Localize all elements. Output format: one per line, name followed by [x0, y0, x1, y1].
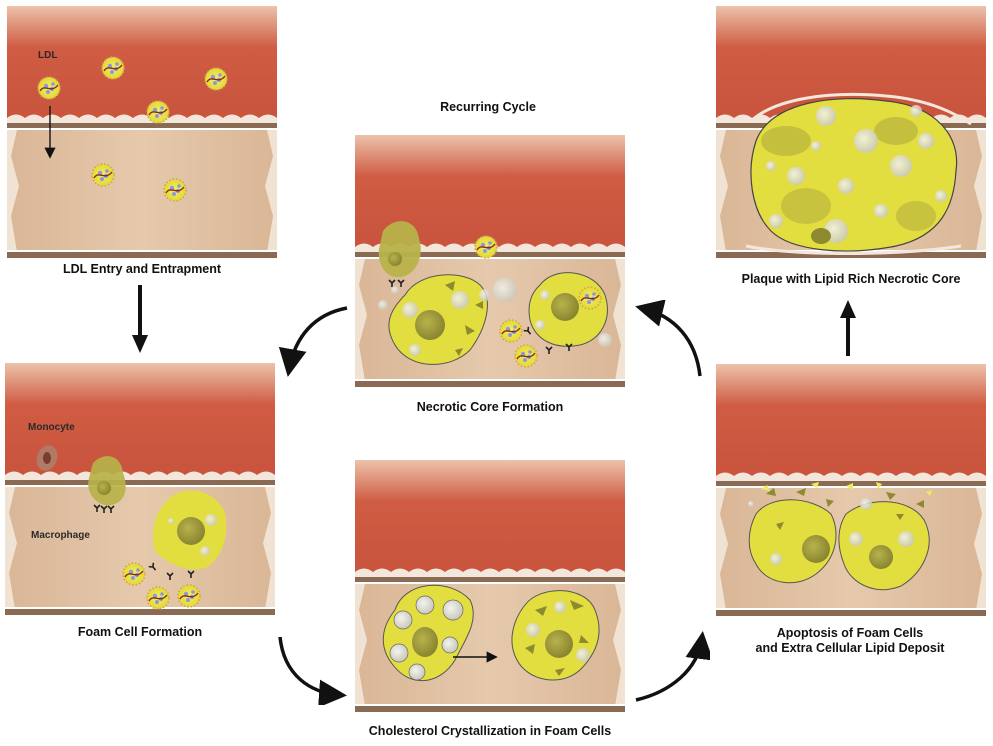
vessel-illustration: [355, 460, 625, 712]
caption-foam-cell: Foam Cell Formation: [77, 625, 203, 639]
panel-apoptosis: [716, 364, 986, 616]
monocyte-label: Monocyte: [28, 422, 75, 433]
ldl-particle: [101, 56, 125, 80]
ldl-particle: [146, 100, 170, 124]
macrophage: [88, 456, 126, 506]
caption-cholesterol: Cholesterol Crystallization in Foam Cell…: [368, 724, 612, 738]
panel-ldl-entry: LDL: [7, 6, 277, 258]
arrow-curved-icon: [635, 300, 702, 377]
figure-title: Recurring Cycle: [440, 100, 536, 114]
panel-plaque: [716, 6, 986, 258]
arrow-curved-icon: [278, 636, 347, 705]
macrophage-label: Macrophage: [31, 530, 90, 541]
caption-apoptosis-line2: and Extra Cellular Lipid Deposit: [755, 641, 945, 655]
arrow-curved-icon: [278, 306, 348, 377]
caption-apoptosis: Apoptosis of Foam Cells and Extra Cellul…: [700, 626, 993, 656]
arrow-down-icon: [132, 285, 148, 353]
vessel-illustration: [5, 363, 275, 615]
panel-necrotic: [355, 135, 625, 387]
ldl-particle: [204, 67, 228, 91]
vessel-illustration: [716, 364, 986, 616]
caption-plaque: Plaque with Lipid Rich Necrotic Core: [741, 272, 961, 286]
ldl-label: LDL: [38, 50, 58, 61]
vessel-illustration: [716, 6, 986, 258]
vessel-illustration: [355, 135, 625, 387]
macrophage: [378, 221, 421, 278]
vessel-illustration: [7, 6, 277, 258]
caption-necrotic: Necrotic Core Formation: [416, 400, 564, 414]
panel-foam-cell: Monocyte Macrophage: [5, 363, 275, 615]
panel-cholesterol: [355, 460, 625, 712]
caption-ldl-entry: LDL Entry and Entrapment: [62, 262, 222, 276]
ldl-particle: [91, 163, 115, 187]
arrow-up-icon: [840, 300, 856, 356]
arrow-curved-icon: [635, 631, 710, 702]
ldl-particle: [37, 76, 61, 100]
caption-apoptosis-line1: Apoptosis of Foam Cells: [776, 626, 924, 640]
ldl-particle: [163, 178, 187, 202]
